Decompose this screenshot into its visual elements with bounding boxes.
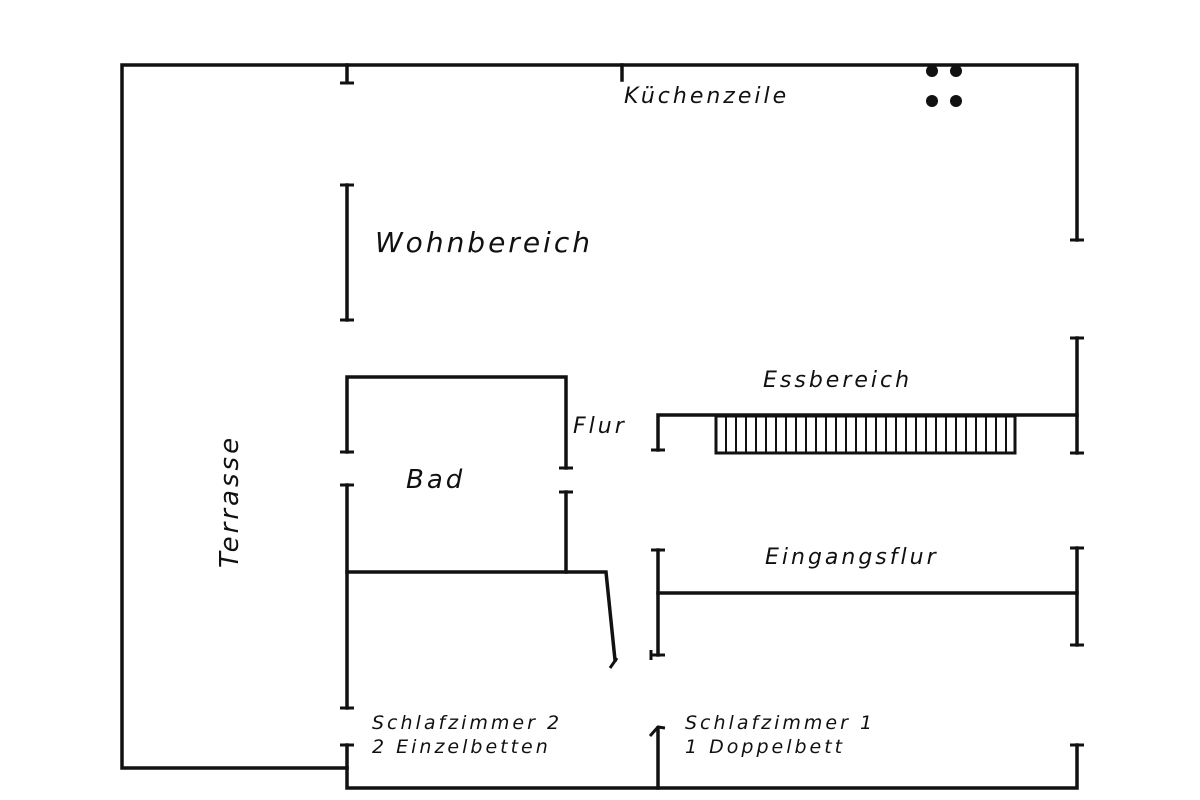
label-hall: Flur [573,414,627,439]
label-bedroom1-name: Schlafzimmer 1 [685,712,875,734]
label-living: Wohnbereich [375,226,593,259]
stove-burners-icon [926,65,962,107]
label-bedroom2-name: Schlafzimmer 2 [372,712,562,734]
label-entrance: Eingangsflur [765,545,939,570]
staircase-icon [714,414,1017,455]
label-terrace: Terrasse [215,435,245,568]
label-dining: Essbereich [763,368,912,393]
walls [120,63,1084,790]
label-bath: Bad [406,465,465,495]
label-bedroom1-beds: 1 Doppelbett [685,736,845,758]
label-kitchen: Küchenzeile [624,84,789,109]
label-bedroom2-beds: 2 Einzelbetten [372,736,551,758]
